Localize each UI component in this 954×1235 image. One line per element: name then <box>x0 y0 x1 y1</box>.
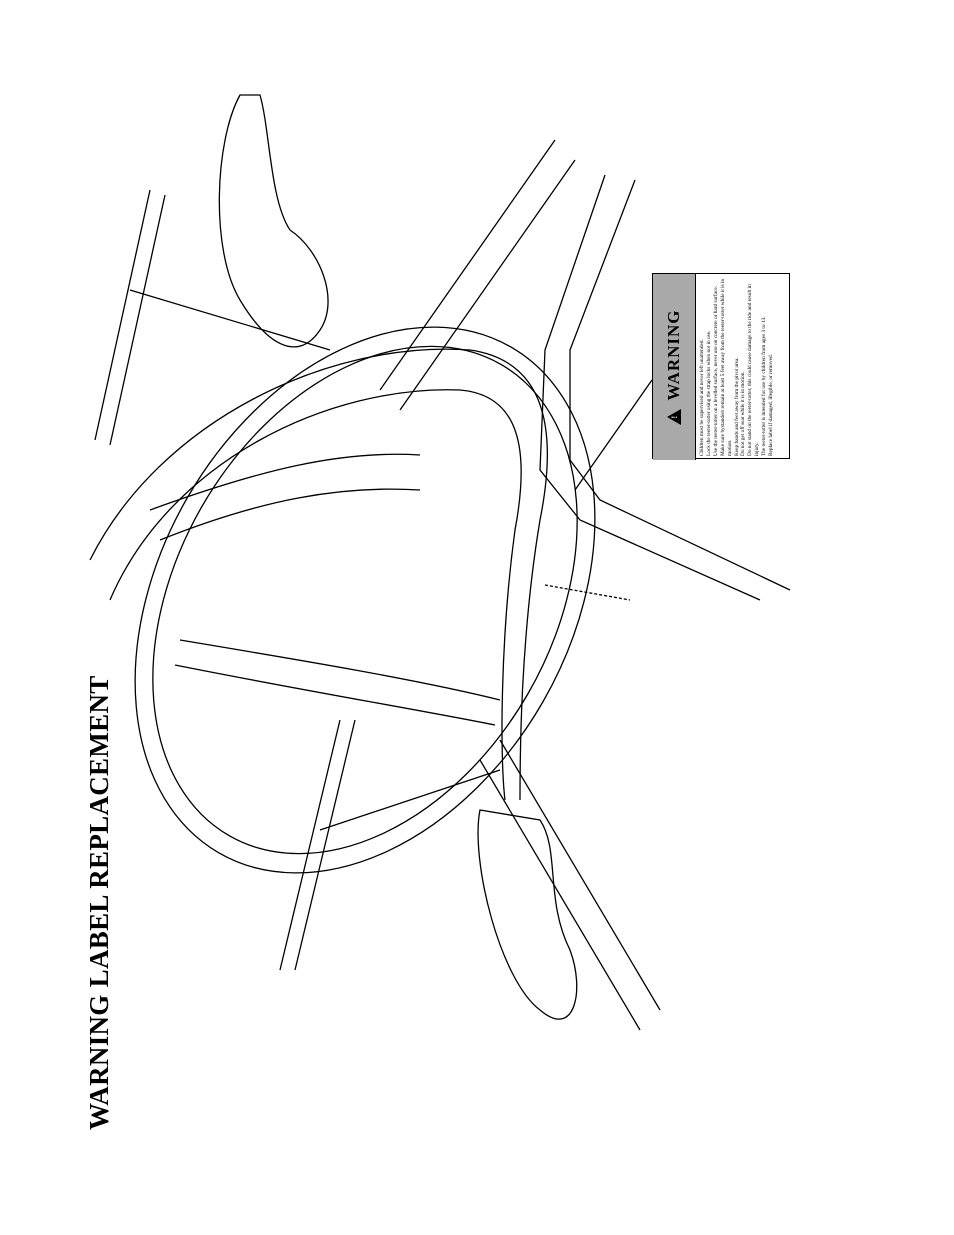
warning-line: Children must be supervised and never le… <box>699 339 705 456</box>
warning-label: ! WARNING Children must be supervised an… <box>652 273 790 460</box>
warning-line: Do not stand on the teeter-totter, this … <box>747 284 761 456</box>
warning-heading: WARNING <box>664 309 683 401</box>
warning-line: Make sure bystanders remain at least 5 f… <box>719 278 733 456</box>
warning-line: Do not get off seat while it is in motio… <box>740 371 747 456</box>
warning-line: Use the teeter-totter on a levelled surf… <box>712 285 719 456</box>
page-title: WARNING LABEL REPLACEMENT <box>84 675 114 1130</box>
warning-triangle-icon: ! <box>667 408 681 425</box>
warning-label-text: Children must be supervised and never le… <box>696 274 778 460</box>
warning-line: Lock the teeter-totter using the strap l… <box>705 330 712 456</box>
warning-label-header: ! WARNING <box>653 274 696 460</box>
warning-line: Replace label if damaged, illegible, or … <box>768 354 775 456</box>
